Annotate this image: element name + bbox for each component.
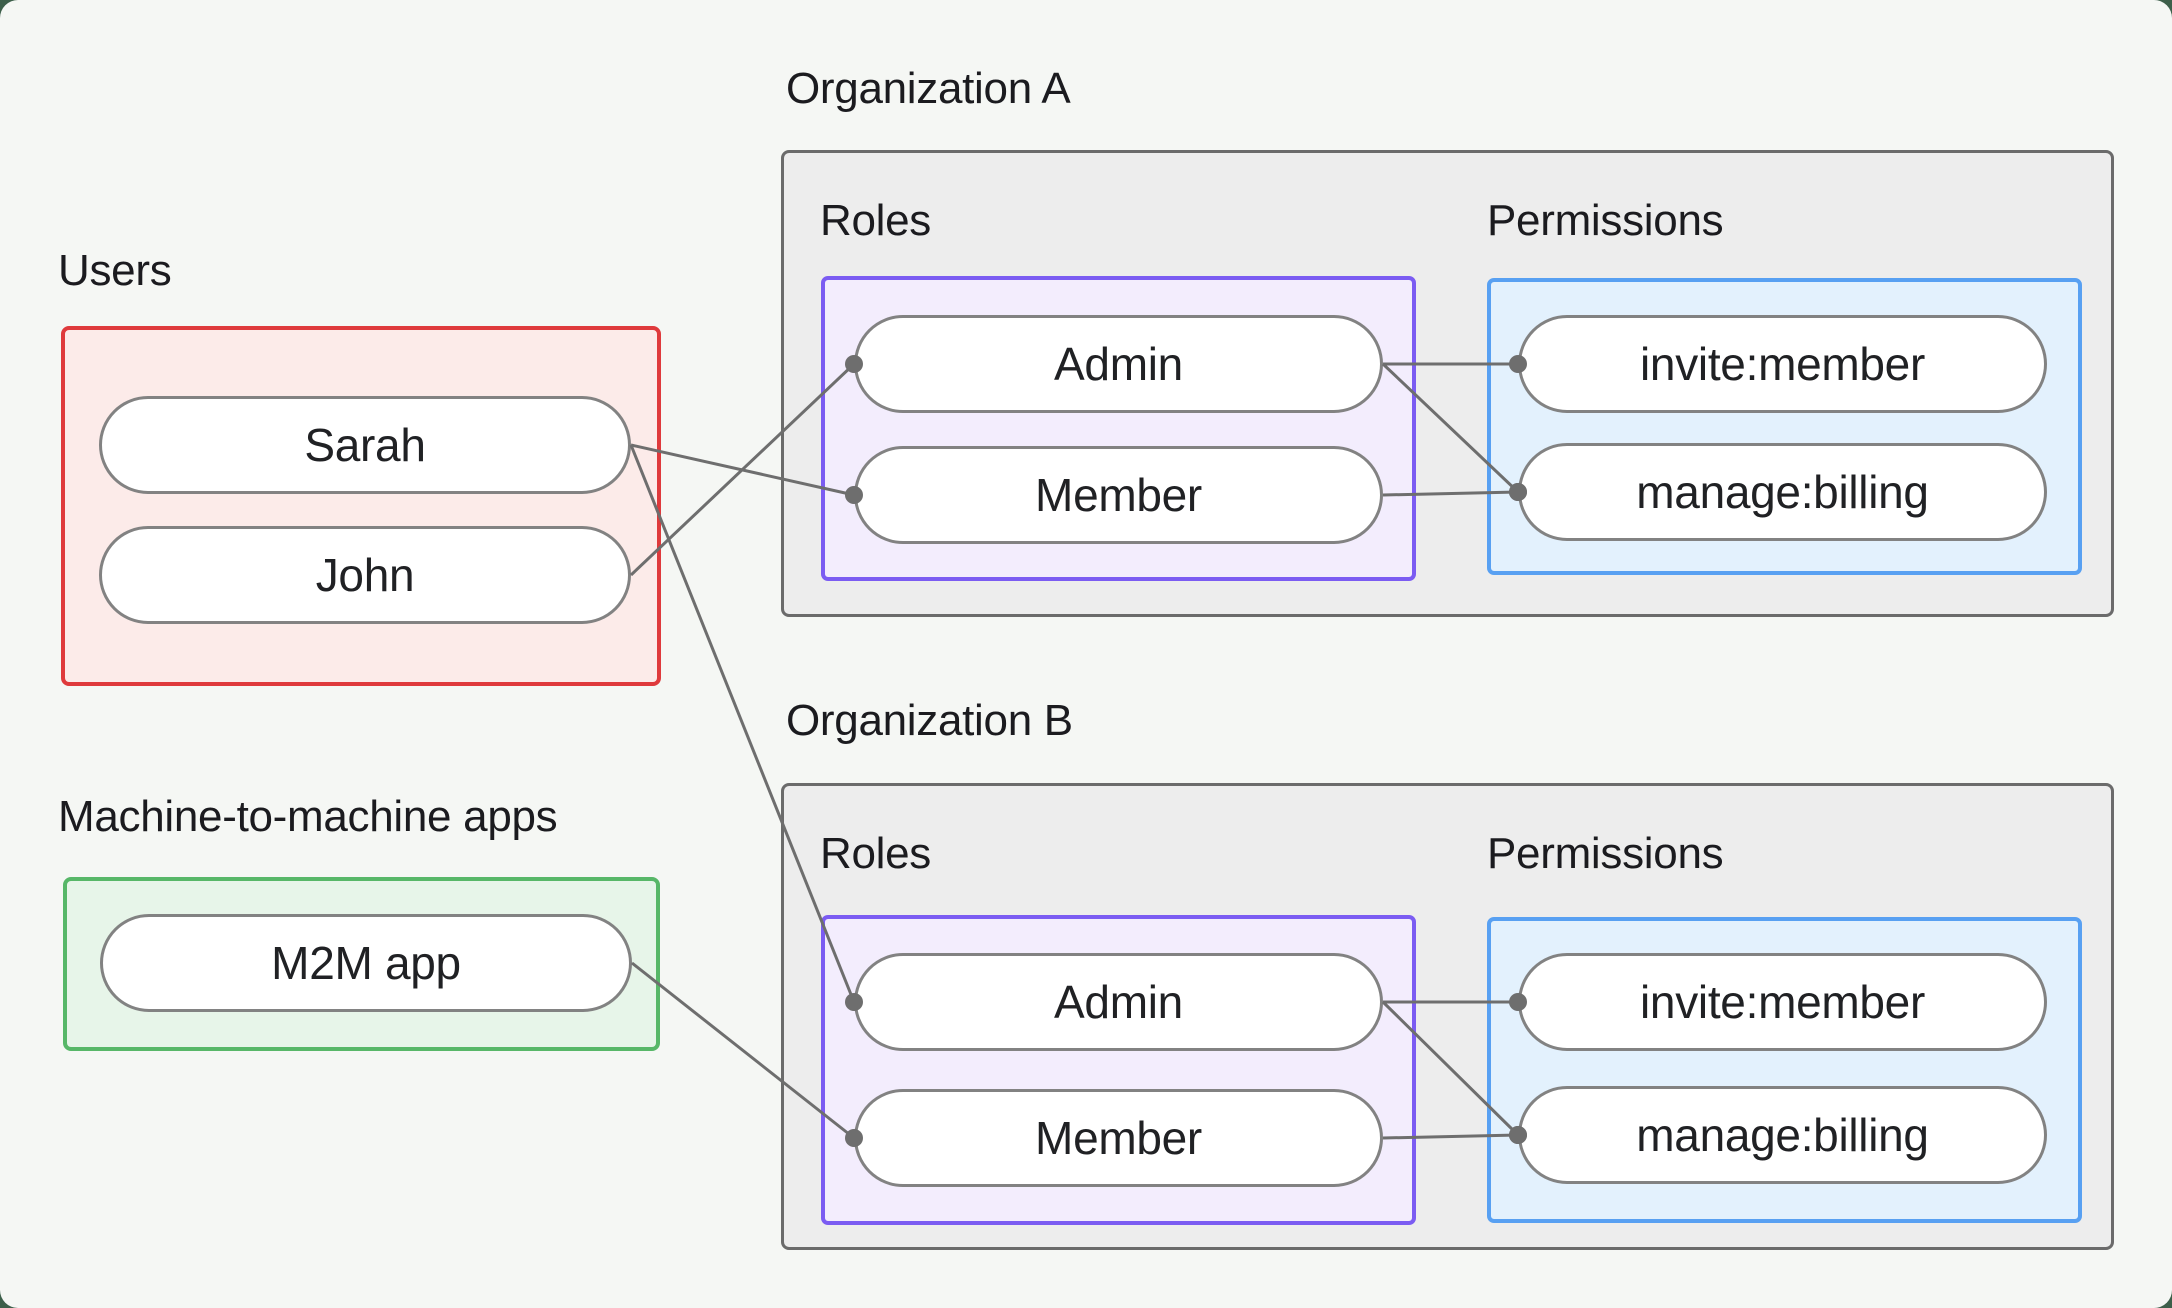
org-a-perm-pill-invite-member: invite:member [1518,315,2047,413]
org-b-perm-pill-invite-member: invite:member [1518,953,2047,1051]
m2m-group-label: Machine-to-machine apps [58,792,558,841]
org-a-roles-label: Roles [820,196,931,245]
org-b-perm-pill-manage-billing: manage:billing [1518,1086,2047,1184]
org-b-permissions-label: Permissions [1487,829,1724,878]
m2m-pill-app: M2M app [100,914,632,1012]
user-pill-john: John [99,526,631,624]
users-group-box [61,326,661,686]
org-b-role-pill-admin: Admin [854,953,1383,1051]
org-a-title: Organization A [786,64,1071,113]
users-group-label: Users [58,246,172,295]
user-pill-sarah: Sarah [99,396,631,494]
org-b-roles-label: Roles [820,829,931,878]
org-b-role-pill-member: Member [854,1089,1383,1187]
org-a-perm-pill-manage-billing: manage:billing [1518,443,2047,541]
org-a-role-pill-member: Member [854,446,1383,544]
org-a-permissions-label: Permissions [1487,196,1724,245]
org-b-title: Organization B [786,696,1073,745]
org-a-role-pill-admin: Admin [854,315,1383,413]
